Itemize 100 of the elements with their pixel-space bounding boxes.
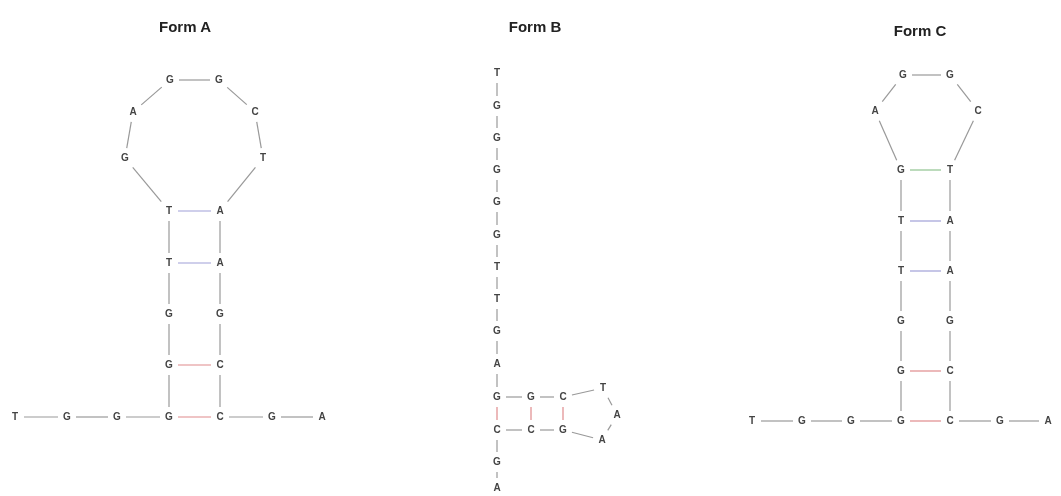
nucleotide-letter: T <box>491 261 503 273</box>
backbone-line <box>125 416 161 418</box>
backbone-line <box>954 120 974 161</box>
nucleotide-letter: G <box>163 359 175 371</box>
nucleotide-letter: G <box>491 132 503 144</box>
nucleotide-letter: G <box>163 411 175 423</box>
nucleotide-letter: G <box>491 196 503 208</box>
base-pair-line <box>909 169 942 171</box>
backbone-line <box>607 423 612 432</box>
backbone-line <box>126 121 132 149</box>
nucleotide-letter: G <box>119 152 131 164</box>
nucleotide-letter: G <box>895 164 907 176</box>
backbone-line <box>496 147 498 161</box>
backbone-line <box>496 115 498 129</box>
nucleotide-letter: G <box>61 411 73 423</box>
backbone-line <box>539 429 555 431</box>
backbone-line <box>900 280 902 312</box>
nucleotide-letter: T <box>895 215 907 227</box>
nucleotide-letter: G <box>525 391 537 403</box>
nucleotide-letter: C <box>214 359 226 371</box>
nucleotide-letter: T <box>491 293 503 305</box>
nucleotide-letter: G <box>895 365 907 377</box>
backbone-line <box>911 74 942 76</box>
backbone-line <box>496 471 498 479</box>
backbone-line <box>956 83 972 103</box>
nucleotide-letter: G <box>557 424 569 436</box>
backbone-line <box>496 308 498 322</box>
base-pair-line <box>177 416 212 418</box>
backbone-line <box>140 86 163 106</box>
base-pair-line <box>496 406 498 421</box>
backbone-line <box>878 120 898 161</box>
nucleotide-letter: A <box>316 411 328 423</box>
nucleotide-letter: G <box>845 415 857 427</box>
nucleotide-letter: A <box>491 482 503 494</box>
backbone-line <box>219 374 221 408</box>
nucleotide-letter: C <box>525 424 537 436</box>
backbone-line <box>900 330 902 362</box>
nucleotide-letter: G <box>491 325 503 337</box>
backbone-line <box>23 416 59 418</box>
nucleotide-letter: G <box>895 315 907 327</box>
nucleotide-letter: G <box>163 308 175 320</box>
nucleotide-letter: G <box>994 415 1006 427</box>
backbone-line <box>1008 420 1040 422</box>
backbone-line <box>496 439 498 453</box>
backbone-line <box>226 86 248 106</box>
nucleotide-letter: T <box>491 67 503 79</box>
backbone-line <box>178 79 211 81</box>
nucleotide-letter: A <box>611 409 623 421</box>
backbone-line <box>256 121 262 149</box>
nucleotide-letter: G <box>491 391 503 403</box>
nucleotide-letter: C <box>491 424 503 436</box>
nucleotide-letter: C <box>214 411 226 423</box>
nucleotide-letter: G <box>895 415 907 427</box>
panel-title: Form B <box>508 18 562 35</box>
base-pair-line <box>909 370 942 372</box>
nucleotide-letter: T <box>895 265 907 277</box>
panel-title: Form C <box>893 22 947 39</box>
base-pair-line <box>530 406 532 421</box>
panel-title: Form A <box>159 18 211 35</box>
backbone-line <box>219 220 221 254</box>
backbone-line <box>881 83 897 103</box>
backbone-line <box>496 244 498 258</box>
nucleotide-letter: A <box>869 105 881 117</box>
nucleotide-letter: G <box>944 69 956 81</box>
nucleotide-letter: G <box>897 69 909 81</box>
nucleotide-letter: T <box>746 415 758 427</box>
nucleotide-letter: A <box>596 434 608 446</box>
backbone-line <box>949 230 951 262</box>
nucleotide-letter: A <box>944 265 956 277</box>
base-pair-line <box>909 270 942 272</box>
backbone-line <box>228 416 264 418</box>
backbone-line <box>505 396 523 398</box>
backbone-line <box>168 374 170 408</box>
backbone-line <box>496 373 498 388</box>
backbone-line <box>571 389 595 396</box>
nucleotide-letter: G <box>266 411 278 423</box>
backbone-line <box>958 420 992 422</box>
backbone-line <box>132 166 162 203</box>
backbone-line <box>949 330 951 362</box>
nucleotide-letter: G <box>214 308 226 320</box>
nucleotide-letter: C <box>557 391 569 403</box>
backbone-line <box>168 272 170 305</box>
base-pair-line <box>177 364 212 366</box>
base-pair-line <box>909 220 942 222</box>
base-pair-line <box>177 210 212 212</box>
nucleotide-letter: G <box>491 100 503 112</box>
backbone-line <box>496 179 498 193</box>
backbone-line <box>496 340 498 355</box>
backbone-line <box>810 420 843 422</box>
nucleotide-letter: A <box>127 106 139 118</box>
nucleotide-letter: A <box>214 257 226 269</box>
backbone-line <box>496 82 498 97</box>
base-pair-line <box>562 406 564 421</box>
backbone-line <box>226 166 257 203</box>
nucleotide-letter: T <box>9 411 21 423</box>
backbone-line <box>760 420 794 422</box>
nucleotide-letter: G <box>944 315 956 327</box>
nucleotide-letter: G <box>796 415 808 427</box>
backbone-line <box>75 416 109 418</box>
nucleotide-letter: C <box>249 106 261 118</box>
